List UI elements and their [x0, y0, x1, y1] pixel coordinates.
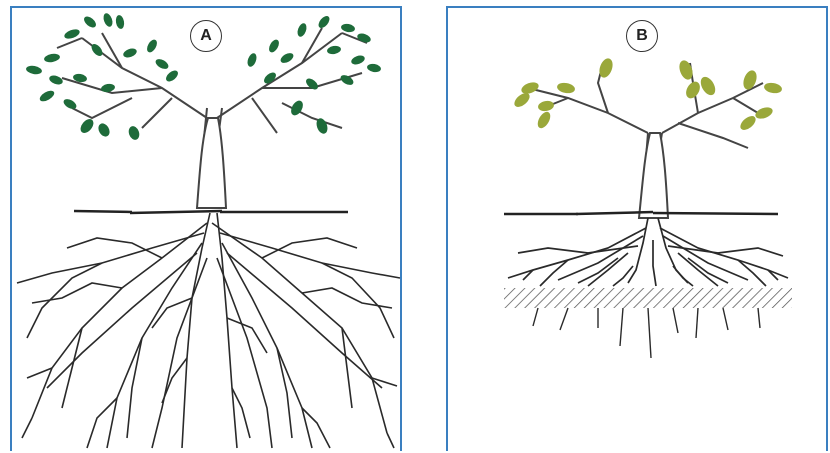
panel-b-label: B [626, 20, 658, 52]
tree-b-illustration [448, 8, 830, 453]
tree-a-trunk [197, 118, 226, 208]
tree-a-illustration [12, 8, 404, 453]
panel-b: B [446, 6, 828, 451]
hardpan-layer [504, 288, 792, 308]
panel-a-label: A [190, 20, 222, 52]
tree-b-roots [508, 218, 788, 286]
ground-line-a [74, 211, 348, 213]
panel-a: A [10, 6, 402, 451]
tree-b-trunk [639, 133, 668, 218]
tree-b-roots-below-hardpan [533, 308, 760, 358]
tree-a-roots [17, 213, 400, 448]
